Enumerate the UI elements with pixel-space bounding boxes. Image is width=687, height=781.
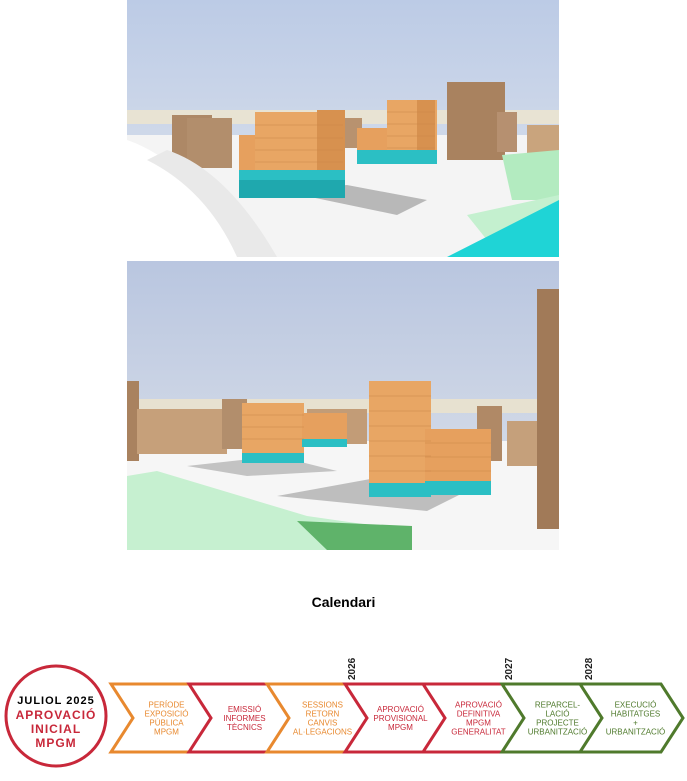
step-label: HABITATGES — [611, 710, 661, 719]
milestone-line: MPGM — [35, 736, 76, 750]
chevron-arrow — [577, 682, 685, 754]
section-title: Calendari — [311, 594, 376, 610]
milestone-line: APROVACIÓ — [16, 707, 97, 722]
step-label: MPGM — [154, 728, 179, 737]
step-label: MPGM — [388, 723, 413, 732]
render-view-top — [127, 0, 559, 257]
step-label: RETORN — [306, 710, 340, 719]
step-label: EMISSIÓ — [228, 705, 261, 714]
year-label: 2028 — [584, 657, 595, 680]
step-label: CANVIS — [308, 719, 338, 728]
water-area — [447, 200, 559, 257]
road-shade — [147, 150, 277, 257]
building-right — [357, 100, 437, 164]
step-label: APROVACIÓ — [455, 701, 502, 710]
step-label: MPGM — [466, 719, 491, 728]
step-label: GENERALITAT — [451, 728, 505, 737]
floor-lines — [242, 395, 491, 472]
step-label: EXPOSICIÓ — [144, 710, 188, 719]
step-label: PERÍODE — [148, 701, 184, 710]
step-label: LACIÓ — [545, 710, 569, 719]
shadow — [187, 456, 337, 476]
step-label: + — [633, 719, 638, 728]
step-label: SESSIONS — [302, 701, 343, 710]
step-label: PROVISIONAL — [373, 714, 428, 723]
green-zone-dark — [297, 521, 412, 550]
step-label: URBANITZACIÓ — [606, 728, 666, 737]
step-label: DEFINITIVA — [457, 710, 501, 719]
step-label: URBANITZACIÓ — [528, 728, 588, 737]
step-label: AL·LEGACIONS — [293, 728, 352, 737]
milestone-line: INICIAL — [31, 722, 81, 736]
step-label: TÈCNICS — [227, 723, 262, 732]
building-left — [242, 403, 347, 463]
milestone-date: JULIOL 2025 — [17, 695, 94, 707]
step-label: APROVACIÓ — [377, 705, 424, 714]
step-label: EXECUCIÓ — [615, 701, 657, 710]
step-label: PÚBLICA — [149, 719, 184, 728]
building-right — [369, 381, 491, 497]
floor-lines — [255, 111, 435, 163]
step-label: INFORMES — [223, 714, 265, 723]
green-zone — [502, 150, 559, 200]
render-view-bottom — [127, 261, 559, 550]
step-label: PROJECTE — [536, 719, 579, 728]
year-label: 2026 — [347, 657, 358, 680]
step-label: REPARCEL- — [535, 701, 581, 710]
year-label: 2027 — [504, 657, 515, 680]
